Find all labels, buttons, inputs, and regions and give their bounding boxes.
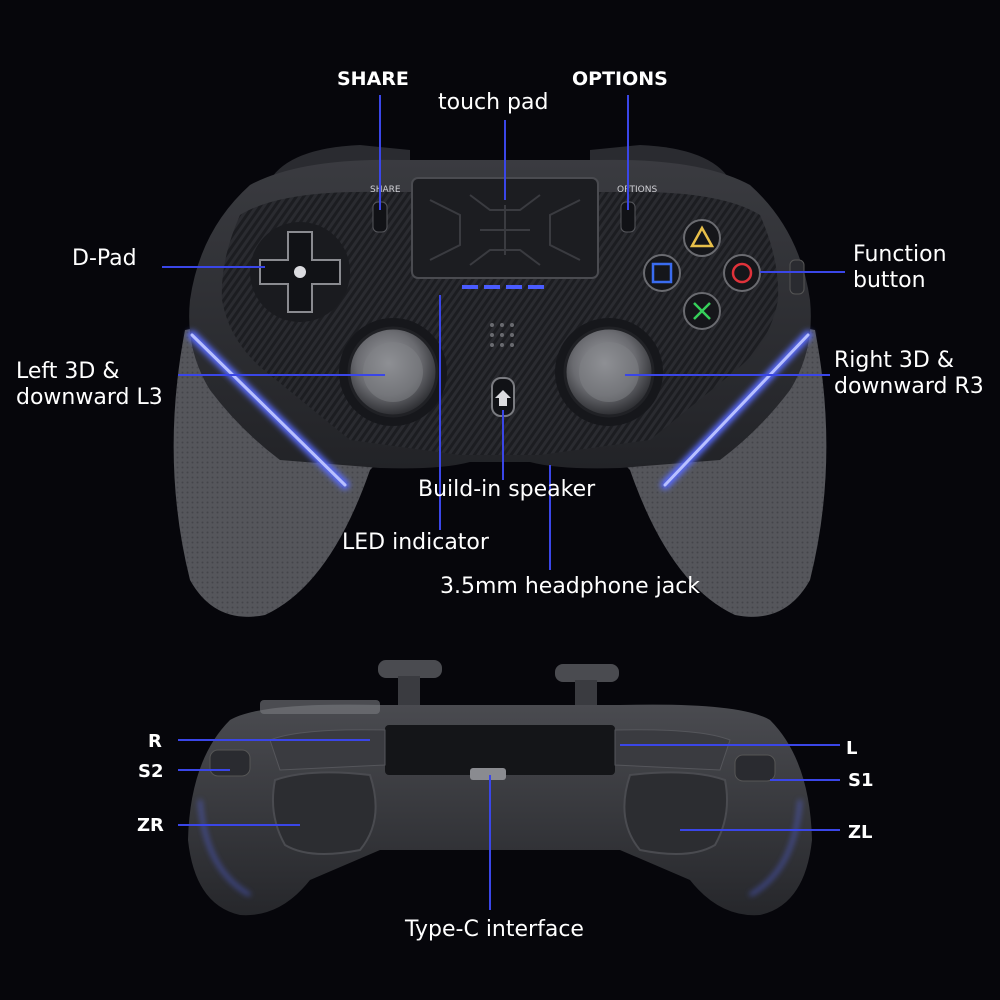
right-led-strip-core [663,333,810,487]
circle-button[interactable] [723,254,761,292]
label-share: SHARE [337,68,409,90]
square-button[interactable] [643,254,681,292]
zl-trigger[interactable] [623,771,728,855]
back-right-stick-shaft [575,680,597,706]
zr-trigger[interactable] [272,771,377,855]
triangle-button[interactable] [683,219,721,257]
d-pad[interactable] [250,222,350,322]
d-pad-center-icon [294,266,306,278]
back-right-stick-top [555,664,619,682]
touch-pad-circuit-pattern [429,194,581,266]
label-left-3d-line2: downward L3 [16,385,163,410]
label-speaker: Build-in speaker [418,477,596,502]
share-print-text: SHARE [370,185,401,195]
rear-panel [385,725,615,775]
back-top-led-strip [260,700,380,714]
back-left-stick-top [378,660,442,678]
label-zr: ZR [137,815,164,836]
home-icon [495,390,511,406]
led-dot-1 [462,285,478,289]
label-s1: S1 [848,770,874,791]
back-right-glow [749,799,802,897]
label-led: LED indicator [342,530,489,555]
label-options: OPTIONS [572,68,668,90]
face-buttons [643,219,761,330]
label-s2: S2 [138,761,164,782]
s1-button[interactable] [734,754,776,782]
speaker-grill [490,323,514,347]
back-left-glow [198,799,251,897]
led-dot-2 [484,285,500,289]
label-headphone: 3.5mm headphone jack [440,574,701,599]
options-print-text: OPTIONS [617,185,657,195]
label-right-3d-line1: Right 3D & [834,348,955,373]
leader-lines [162,95,845,910]
label-l: L [846,738,858,759]
back-controller [188,660,812,916]
function-side-button[interactable] [789,259,805,295]
right-stick[interactable] [555,318,663,426]
cross-icon [693,302,711,320]
type-c-port [470,768,506,780]
led-dot-4 [528,285,544,289]
label-type-c: Type-C interface [405,917,584,942]
left-led-strip-core [190,333,347,487]
left-stick[interactable] [339,318,447,426]
left-stick-dish [363,342,423,402]
back-left-stick-shaft [398,676,420,706]
triangle-icon [689,225,715,248]
label-d-pad: D-Pad [72,246,137,271]
label-r: R [148,731,162,752]
l-bumper[interactable] [614,729,731,771]
right-stick-dish [579,342,639,402]
led-dot-3 [506,285,522,289]
r-bumper[interactable] [269,729,386,771]
front-controller: SHARE OPTIONS [173,145,827,617]
circle-icon [731,262,753,284]
square-icon [651,262,673,284]
label-zl: ZL [848,822,873,843]
label-left-3d-line1: Left 3D & [16,359,120,384]
label-touch-pad: touch pad [438,90,549,115]
label-function-button-line2: button [853,268,926,293]
label-right-3d-line2: downward R3 [834,374,984,399]
s2-button[interactable] [209,749,251,777]
label-function-button-line1: Function [853,242,947,267]
led-indicator [462,285,544,289]
